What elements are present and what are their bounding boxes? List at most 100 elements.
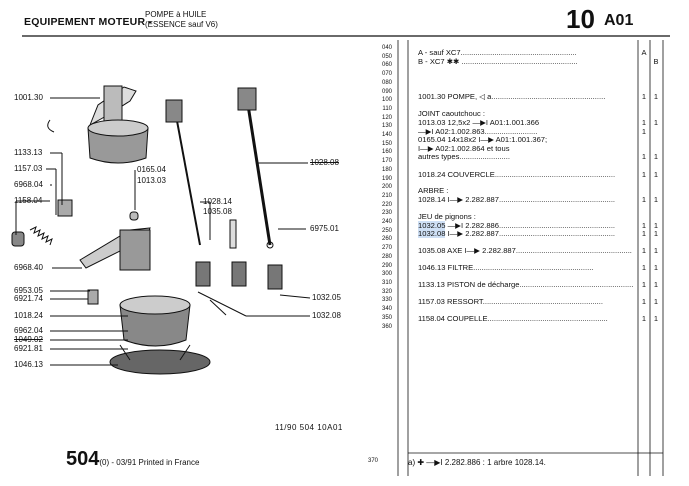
- header-subtitle-line2: (ESSENCE sauf V6): [145, 20, 218, 29]
- applicability-mark-a: 1: [641, 118, 647, 127]
- applicability-mark-b: 1: [653, 195, 659, 204]
- line-number: 040: [381, 45, 392, 51]
- section-number: 10: [566, 4, 595, 34]
- callout-1133-13: 1133.13: [14, 148, 43, 157]
- line-number: 050: [381, 53, 392, 60]
- callout-1028-14: 1028.14: [203, 197, 232, 206]
- parts-row-text: autres types........................: [418, 152, 511, 161]
- applicability-mark-b: 1: [653, 246, 659, 255]
- callout-1158-04: 1158.04: [14, 196, 43, 205]
- line-number: 180: [381, 166, 392, 173]
- print-code: 11/90 504 10A01: [275, 423, 343, 432]
- parts-row: 1013.03 12,5x2 —▶I A01:1.001.366: [418, 118, 539, 127]
- parts-row: 0165.04 14x18x2 I—▶ A01:1.001.367;: [418, 135, 547, 144]
- applicability-mark-a: 1: [641, 221, 647, 230]
- parts-row: 1001.30 POMPE, ◁ a......................…: [418, 92, 605, 101]
- last-line-number: 370: [368, 458, 379, 464]
- line-number: 210: [381, 192, 392, 199]
- applicability-mark-b: 1: [653, 118, 659, 127]
- applicability-mark-a: 1: [641, 246, 647, 255]
- parts-row: I—▶ A02:1.002.864 et tous: [418, 144, 510, 153]
- parts-row-text: 1046.13 FILTRE..........................…: [418, 263, 594, 272]
- parts-row-text: ARBRE :: [418, 186, 449, 195]
- parts-row-text: I—▶ A02:1.002.864 et tous: [418, 144, 510, 153]
- applicability-mark-b: 1: [653, 170, 659, 179]
- parts-row: 1035.08 AXE I—▶ 2.282.887...............…: [418, 246, 632, 255]
- callout-1032-08: 1032.08: [312, 311, 341, 320]
- line-number: 170: [381, 158, 392, 165]
- applicability-mark-a: 1: [641, 127, 647, 136]
- parts-row-text: JOINT caoutchouc :: [418, 109, 485, 118]
- parts-row: 1032.08 I—▶ 2.282.887...................…: [418, 229, 615, 238]
- line-number: 240: [381, 219, 392, 226]
- highlighted-part-code: 1032.08: [418, 229, 446, 238]
- model-number: 504: [66, 448, 100, 470]
- callout-6968-04: 6968.04: [14, 180, 43, 189]
- parts-row-text: 1133.13 PISTON de décharge..............…: [418, 280, 634, 289]
- line-number: 220: [381, 201, 392, 208]
- callout-6921-74: 6921.74: [14, 294, 43, 303]
- callout-1157-03: 1157.03: [14, 164, 43, 173]
- line-number: 200: [381, 184, 392, 191]
- callout-6962-04: 6962.04: [14, 326, 43, 335]
- callout-6953-05: 6953.05: [14, 286, 43, 295]
- line-number: 350: [381, 314, 392, 321]
- applicability-mark-a: 1: [641, 229, 647, 238]
- applicability-mark-b: 1: [653, 152, 659, 161]
- applicability-mark-a: 1: [641, 152, 647, 161]
- parts-row: JEU de pignons :: [418, 212, 476, 221]
- callout-1035-08: 1035.08: [203, 207, 232, 216]
- applicability-mark-a: 1: [641, 263, 647, 272]
- applicability-mark-a: 1: [641, 170, 647, 179]
- parts-row-text: A - sauf XC7............................…: [418, 48, 577, 57]
- line-number: 320: [381, 288, 392, 295]
- parts-row-text: 1158.04 COUPELLE........................…: [418, 314, 608, 323]
- parts-row-text: 1001.30 POMPE, ◁ a......................…: [418, 92, 606, 101]
- parts-row: JOINT caoutchouc :: [418, 109, 485, 118]
- callout-1049-02: 1049.02: [14, 335, 43, 344]
- header-title: EQUIPEMENT MOTEUR -: [24, 16, 153, 28]
- parts-row: A - sauf XC7............................…: [418, 48, 577, 57]
- section-code: A01: [604, 12, 634, 29]
- line-number: 190: [381, 175, 392, 182]
- model-suffix: (0) - 03/91 Printed in France: [99, 458, 200, 467]
- callout-6921-81: 6921.81: [14, 344, 43, 353]
- parts-row: 1028.14 I—▶ 2.282.887...................…: [418, 195, 615, 204]
- line-number: 360: [381, 323, 392, 330]
- line-number: 310: [381, 279, 392, 286]
- highlighted-part-code: 1032.05: [418, 221, 446, 230]
- parts-row: B - XC7 ✱✱ .............................…: [418, 57, 578, 66]
- line-number: 150: [381, 140, 392, 147]
- footnote: a) ✚ —▶I 2.282.886 : 1 arbre 1028.14.: [408, 458, 546, 467]
- applicability-mark-b: 1: [653, 263, 659, 272]
- callout-1032-05: 1032.05: [312, 293, 341, 302]
- callout-6968-40: 6968.40: [14, 263, 43, 272]
- parts-row: autres types........................: [418, 152, 510, 161]
- header-subtitle: POMPE à HUILE (ESSENCE sauf V6): [145, 10, 218, 30]
- line-number: 340: [381, 306, 392, 313]
- line-number: 120: [381, 114, 392, 121]
- line-number: 260: [381, 236, 392, 243]
- header-subtitle-line1: POMPE à HUILE: [145, 10, 207, 19]
- line-number: 290: [381, 262, 392, 269]
- parts-row-text: 0165.04 14x18x2 I—▶ A01:1.001.367;: [418, 135, 548, 144]
- line-number: 250: [381, 227, 392, 234]
- line-number: 110: [382, 105, 392, 112]
- callout-1001-30: 1001.30: [14, 93, 43, 102]
- applicability-mark-b: 1: [653, 92, 659, 101]
- line-number: 330: [381, 297, 392, 304]
- line-number: 080: [381, 79, 392, 86]
- applicability-mark-a: 1: [641, 280, 647, 289]
- parts-row: 1032.05 —▶I 2.282.886...................…: [418, 221, 615, 230]
- applicability-mark-a: 1: [641, 92, 647, 101]
- line-number: 060: [381, 62, 392, 69]
- parts-row-text: 1013.03 12,5x2 —▶I A01:1.001.366: [418, 118, 540, 127]
- applicability-mark-b: 1: [653, 280, 659, 289]
- callout-1013-03: 1013.03: [137, 176, 166, 185]
- applicability-mark-a: 1: [641, 195, 647, 204]
- parts-row: —▶I A02:1.002.863.......................…: [418, 127, 537, 136]
- callout-0165-04: 0165.04: [137, 165, 166, 174]
- callout-1018-24: 1018.24: [14, 311, 43, 320]
